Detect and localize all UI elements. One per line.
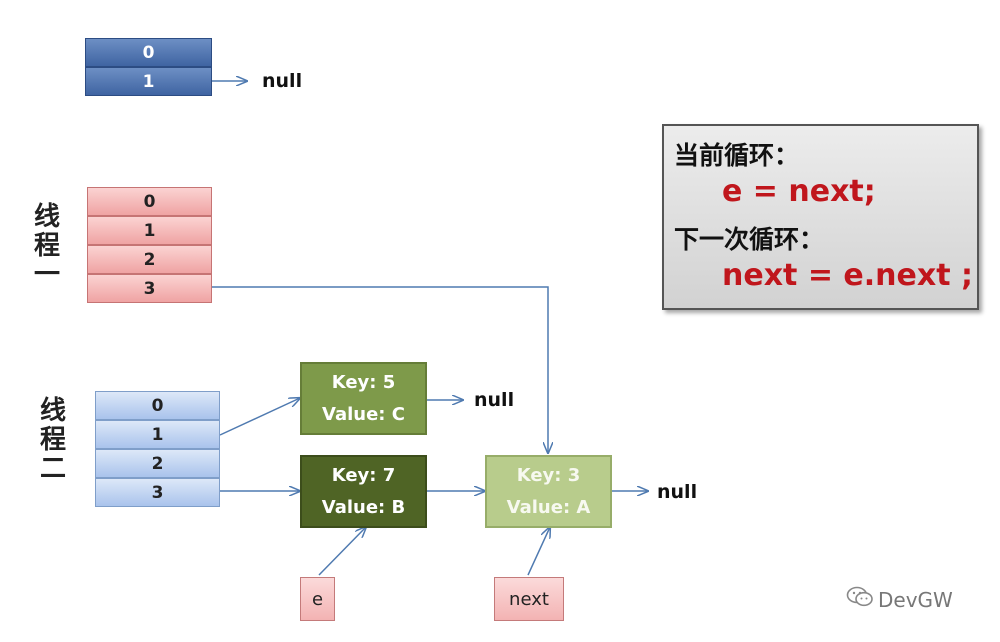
bucket-cell: 2 bbox=[87, 245, 212, 274]
thread-one-char: 线 bbox=[33, 202, 60, 232]
bucket-cell: 1 bbox=[85, 67, 212, 96]
entry-node-key3: Key: 3 Value: A bbox=[485, 455, 612, 528]
watermark: DevGW bbox=[846, 586, 953, 613]
arrow-thread2-1-to-node-c bbox=[219, 398, 300, 436]
next-loop-code: next = e.next ; bbox=[722, 258, 974, 293]
null-label: null bbox=[657, 481, 698, 503]
bucket-cell: 2 bbox=[95, 449, 220, 478]
entry-node-key7: Key: 7 Value: B bbox=[300, 455, 427, 528]
node-value: Value: C bbox=[322, 403, 405, 425]
thread-two-char: 程 bbox=[39, 425, 66, 455]
thread-two-bucket-array: 0 1 2 3 bbox=[95, 391, 220, 507]
entry-node-key5: Key: 5 Value: C bbox=[300, 362, 427, 435]
thread-one-bucket-array: 0 1 2 3 bbox=[87, 187, 212, 303]
next-loop-heading: 下一次循环： bbox=[674, 225, 825, 254]
wechat-icon bbox=[846, 586, 874, 613]
arrow-next-to-node-a bbox=[527, 527, 550, 576]
watermark-text: DevGW bbox=[878, 587, 953, 612]
pointer-e: e bbox=[300, 577, 335, 621]
top-bucket-array: 0 1 bbox=[85, 38, 212, 96]
thread-two-char: 二 bbox=[39, 454, 66, 484]
node-key: Key: 7 bbox=[331, 464, 396, 486]
bucket-cell: 3 bbox=[95, 478, 220, 507]
current-loop-heading: 当前循环： bbox=[674, 141, 800, 170]
null-label: null bbox=[262, 70, 303, 92]
bucket-cell: 3 bbox=[87, 274, 212, 303]
node-key: Key: 5 bbox=[331, 371, 396, 393]
bucket-cell: 1 bbox=[95, 420, 220, 449]
thread-two-label: 线 程 二 bbox=[33, 397, 73, 484]
node-value: Value: A bbox=[506, 496, 591, 518]
current-loop-code: e = next; bbox=[722, 174, 876, 209]
bucket-cell: 0 bbox=[85, 38, 212, 67]
arrow-thread1-3-to-node-a bbox=[212, 286, 548, 453]
pointer-next: next bbox=[494, 577, 564, 621]
loop-note-box: 当前循环： e = next; 下一次循环： next = e.next ; bbox=[662, 124, 979, 310]
node-value: Value: B bbox=[321, 496, 406, 518]
bucket-cell: 1 bbox=[87, 216, 212, 245]
bucket-cell: 0 bbox=[87, 187, 212, 216]
thread-one-char: 程 bbox=[33, 231, 60, 261]
thread-one-label: 线 程 一 bbox=[27, 203, 67, 290]
thread-one-char: 一 bbox=[33, 260, 60, 290]
arrow-e-to-node-b bbox=[318, 527, 366, 576]
null-label: null bbox=[474, 389, 515, 411]
bucket-cell: 0 bbox=[95, 391, 220, 420]
thread-two-char: 线 bbox=[39, 396, 66, 426]
node-key: Key: 3 bbox=[516, 464, 581, 486]
